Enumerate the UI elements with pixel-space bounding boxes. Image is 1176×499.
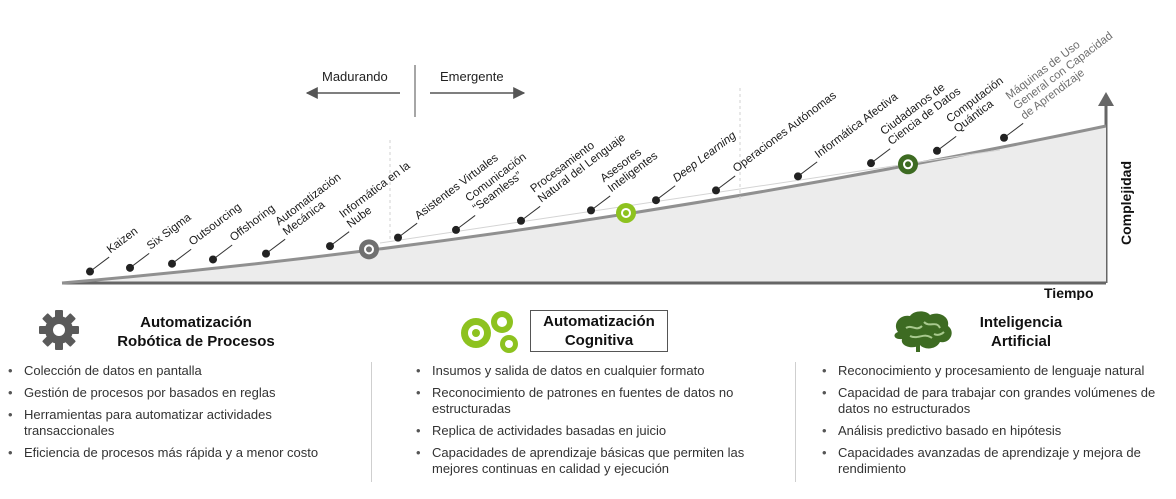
ai-title-line1: Inteligencia <box>979 314 1063 331</box>
cognitive-title-line2: Cognitiva <box>564 332 634 349</box>
milestone-dot <box>933 146 941 155</box>
rpa-capabilities: Colección de datos en pantalla Gestión d… <box>4 363 360 467</box>
evolution-diagram: Complejidad Tiempo Madurando Emergente K… <box>61 30 1134 300</box>
maturing-label: Madurando <box>322 69 388 84</box>
list-item: Insumos y salida de datos en cualquier f… <box>412 363 782 379</box>
ai-title: Inteligencia Artificial <box>962 313 1080 351</box>
emerging-label: Emergente <box>440 69 504 84</box>
cognitive-title: Automatización Cognitiva <box>530 310 668 352</box>
column-divider <box>371 362 372 482</box>
rpa-era-marker-ring <box>364 244 374 255</box>
milestone-dot <box>209 255 217 264</box>
milestone-dot <box>262 249 270 258</box>
rpa-title: Automatización Robótica de Procesos <box>108 313 284 351</box>
milestone-dot <box>126 263 134 272</box>
milestone-dot <box>517 216 525 225</box>
milestone-label: General con Capacidad <box>1011 30 1115 112</box>
emergence-band <box>379 149 1001 244</box>
milestone-dot <box>652 196 660 205</box>
ai-era-marker <box>898 154 918 175</box>
milestone-leader-line <box>265 238 286 255</box>
y-axis-arrow-icon <box>1098 92 1114 106</box>
milestone-dot <box>794 172 802 181</box>
milestone-dot <box>326 242 334 251</box>
list-item: Reconocimiento y procesamiento de lengua… <box>818 363 1174 379</box>
milestone-leader-line <box>129 252 150 269</box>
list-item: Capacidad de para trabajar con grandes v… <box>818 385 1174 417</box>
ai-capabilities: Reconocimiento y procesamiento de lengua… <box>818 363 1174 483</box>
list-item: Gestión de procesos por basados en regla… <box>4 385 360 401</box>
milestone-label: Kaizen <box>105 225 140 256</box>
gears-icon <box>461 311 518 353</box>
rpa-title-line2: Robótica de Procesos <box>117 333 275 350</box>
list-item: Replica de actividades basadas en juicio <box>412 423 782 439</box>
cognitive-title-line1: Automatización <box>543 313 655 330</box>
milestone-label: Deep Learning <box>671 129 739 184</box>
y-axis-label: Complejidad <box>1118 161 1134 245</box>
milestone-dot <box>712 186 720 195</box>
milestone-dot <box>452 225 460 234</box>
ai-era-marker-ring <box>903 159 913 170</box>
list-item: Eficiencia de procesos más rápida y a me… <box>4 445 360 461</box>
gear-icon <box>39 310 79 350</box>
milestone-leader-line <box>455 215 476 231</box>
complexity-area <box>62 126 1106 283</box>
list-item: Capacidades avanzadas de aprendizaje y m… <box>818 445 1174 477</box>
column-divider <box>795 362 796 482</box>
milestone-leader-line <box>171 248 192 265</box>
list-item: Capacidades de aprendizaje básicas que p… <box>412 445 782 477</box>
cognitive-era-marker <box>616 202 636 223</box>
milestone-leader-line <box>212 244 233 260</box>
milestone-dot <box>587 206 595 215</box>
milestone-dot <box>394 233 402 242</box>
milestone-dot <box>86 267 94 276</box>
rpa-title-line1: Automatización <box>140 314 252 331</box>
cognitive-capabilities: Insumos y salida de datos en cualquier f… <box>412 363 782 483</box>
milestone-leader-line <box>397 222 418 239</box>
era-markers-layer <box>359 154 918 260</box>
list-item: Herramientas para automatizar actividade… <box>4 407 360 439</box>
milestone-leader-line <box>329 231 350 247</box>
milestone-label: Six Sigma <box>145 211 194 252</box>
milestone-dot <box>168 259 176 268</box>
milestone-label: Operaciones Autónomas <box>731 89 839 175</box>
ai-title-line2: Artificial <box>990 333 1051 350</box>
list-item: Reconocimiento de patrones en fuentes de… <box>412 385 782 417</box>
rpa-era-marker <box>359 239 379 260</box>
milestone-dot <box>867 159 875 168</box>
list-item: Colección de datos en pantalla <box>4 363 360 379</box>
cognitive-era-marker-ring <box>621 207 631 218</box>
brain-icon <box>894 311 952 352</box>
x-axis-label: Tiempo <box>1044 285 1094 300</box>
milestone-dot <box>1000 133 1008 142</box>
milestone-label: Informática en la <box>337 160 413 221</box>
list-item: Análisis predictivo basado en hipótesis <box>818 423 1174 439</box>
